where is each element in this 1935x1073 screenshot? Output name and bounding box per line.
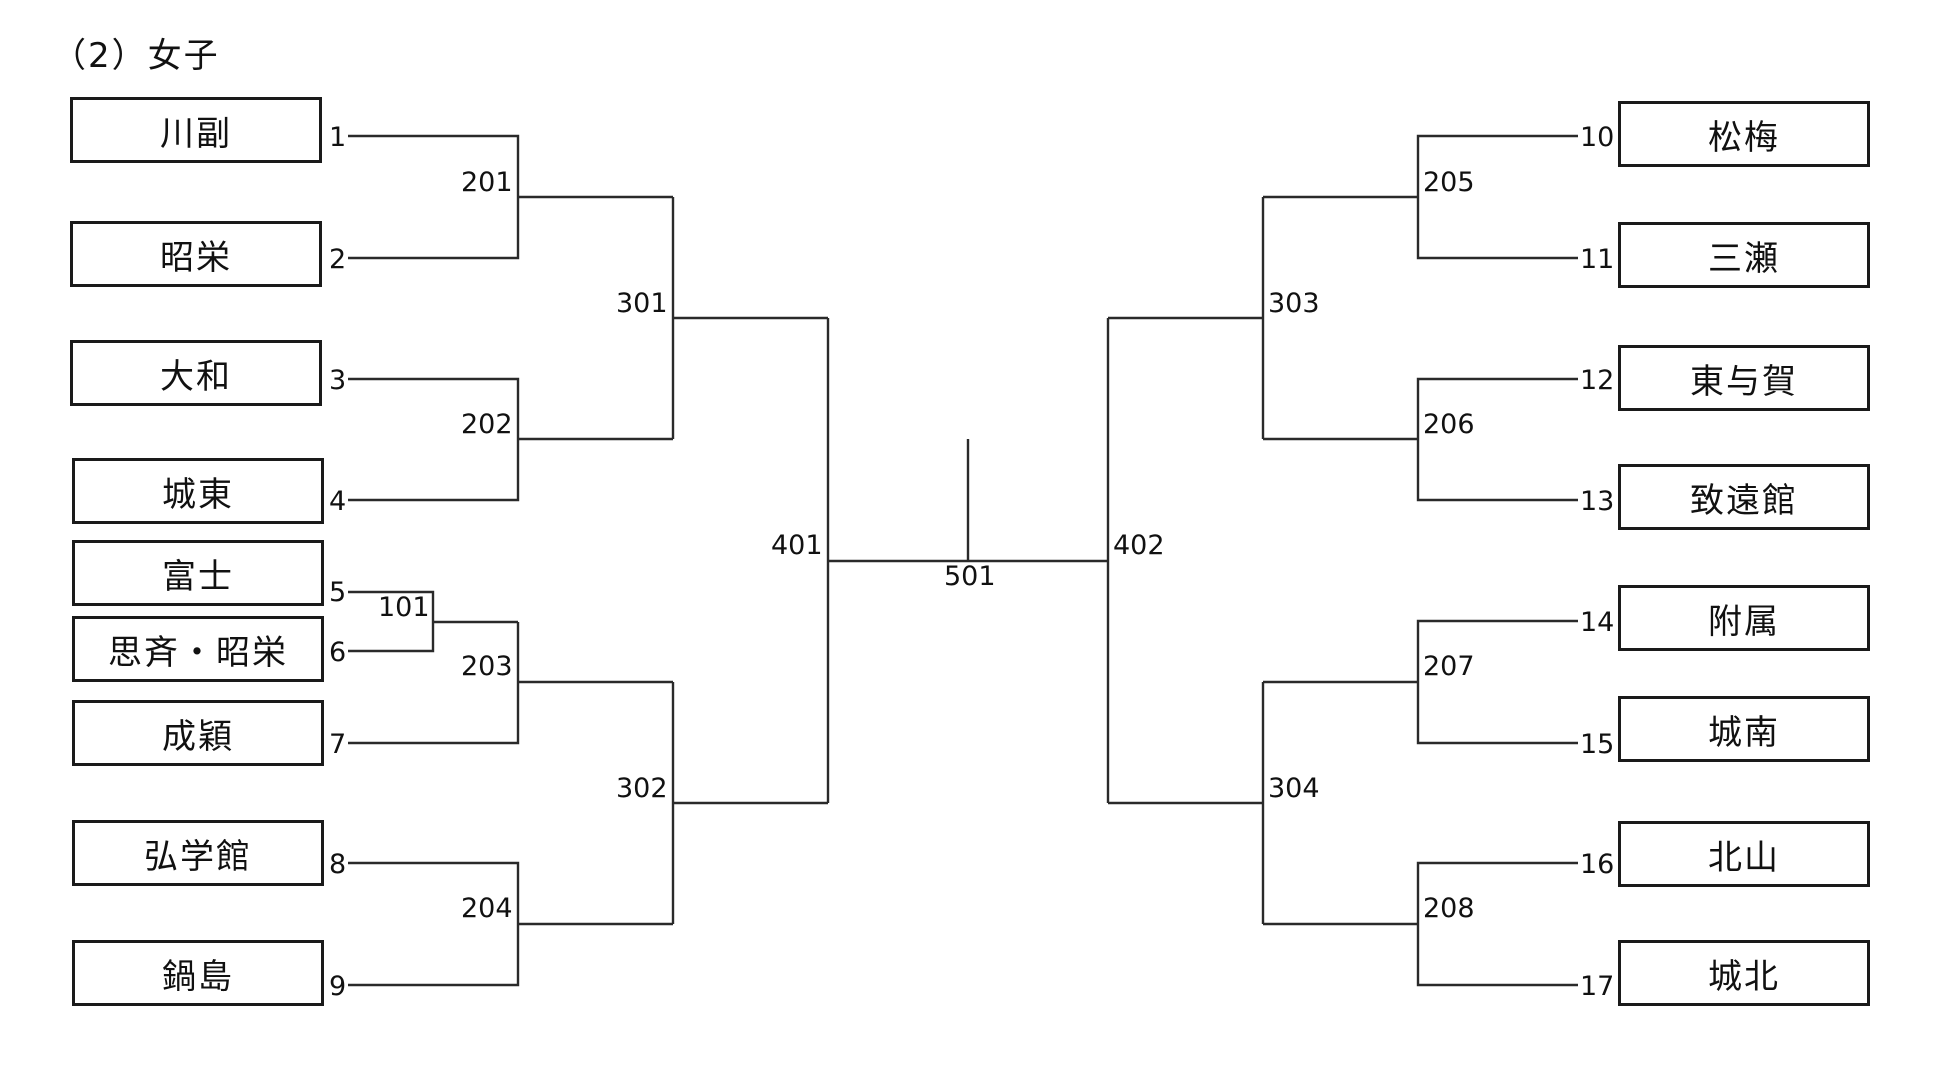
match-number-201: 201 bbox=[461, 167, 513, 198]
match-number-207: 207 bbox=[1423, 651, 1475, 682]
team-box-16: 北山 bbox=[1618, 821, 1870, 887]
bracket-line-202 bbox=[348, 377, 673, 502]
match-number-402: 402 bbox=[1113, 530, 1165, 561]
seed-label-2: 2 bbox=[329, 244, 346, 275]
team-box-14: 附属 bbox=[1618, 585, 1870, 651]
match-number-208: 208 bbox=[1423, 893, 1475, 924]
match-number-101: 101 bbox=[378, 592, 430, 623]
bracket-line-208 bbox=[1263, 861, 1578, 987]
seed-label-10: 10 bbox=[1580, 122, 1614, 153]
seed-label-16: 16 bbox=[1580, 849, 1614, 880]
seed-label-8: 8 bbox=[329, 849, 346, 880]
team-box-3: 大和 bbox=[70, 340, 322, 406]
bracket-line-101 bbox=[348, 590, 518, 653]
bracket-line-304 bbox=[1108, 682, 1265, 924]
team-box-8: 弘学館 bbox=[72, 820, 324, 886]
team-box-9: 鍋島 bbox=[72, 940, 324, 1006]
seed-label-1: 1 bbox=[329, 122, 346, 153]
team-box-12: 東与賀 bbox=[1618, 345, 1870, 411]
team-box-7: 成穎 bbox=[72, 700, 324, 766]
bracket-line-204 bbox=[348, 861, 673, 987]
match-number-304: 304 bbox=[1268, 773, 1320, 804]
team-box-4: 城東 bbox=[72, 458, 324, 524]
seed-label-5: 5 bbox=[329, 577, 346, 608]
seed-label-3: 3 bbox=[329, 365, 346, 396]
seed-label-11: 11 bbox=[1580, 244, 1614, 275]
match-number-303: 303 bbox=[1268, 288, 1320, 319]
match-number-301: 301 bbox=[616, 288, 668, 319]
team-box-2: 昭栄 bbox=[70, 221, 322, 287]
bracket-line-203 bbox=[348, 622, 673, 745]
seed-label-4: 4 bbox=[329, 486, 346, 517]
seed-label-12: 12 bbox=[1580, 365, 1614, 396]
bracket-line-207 bbox=[1263, 619, 1578, 745]
bracket-line-301 bbox=[671, 197, 828, 439]
bracket-line-201 bbox=[348, 134, 673, 260]
team-box-5: 富士 bbox=[72, 540, 324, 606]
seed-label-9: 9 bbox=[329, 971, 346, 1002]
team-box-13: 致遠館 bbox=[1618, 464, 1870, 530]
team-box-11: 三瀬 bbox=[1618, 222, 1870, 288]
seed-label-7: 7 bbox=[329, 729, 346, 760]
match-number-202: 202 bbox=[461, 409, 513, 440]
team-box-10: 松梅 bbox=[1618, 101, 1870, 167]
bracket-line-302 bbox=[671, 682, 828, 924]
match-number-206: 206 bbox=[1423, 409, 1475, 440]
team-box-6: 思斉・昭栄 bbox=[72, 616, 324, 682]
match-number-302: 302 bbox=[616, 773, 668, 804]
team-box-15: 城南 bbox=[1618, 696, 1870, 762]
match-number-205: 205 bbox=[1423, 167, 1475, 198]
seed-label-15: 15 bbox=[1580, 729, 1614, 760]
seed-label-14: 14 bbox=[1580, 607, 1614, 638]
seed-label-17: 17 bbox=[1580, 971, 1614, 1002]
bracket-line-303 bbox=[1108, 197, 1265, 439]
match-number-501: 501 bbox=[944, 561, 996, 592]
page-title: （2）女子 bbox=[52, 36, 220, 76]
match-number-401: 401 bbox=[771, 530, 823, 561]
bracket-line-205 bbox=[1263, 134, 1578, 260]
seed-label-6: 6 bbox=[329, 637, 346, 668]
seed-label-13: 13 bbox=[1580, 486, 1614, 517]
team-box-17: 城北 bbox=[1618, 940, 1870, 1006]
team-box-1: 川副 bbox=[70, 97, 322, 163]
match-number-204: 204 bbox=[461, 893, 513, 924]
bracket-line-206 bbox=[1263, 377, 1578, 502]
match-number-203: 203 bbox=[461, 651, 513, 682]
bracket-line-501 bbox=[828, 439, 1108, 563]
